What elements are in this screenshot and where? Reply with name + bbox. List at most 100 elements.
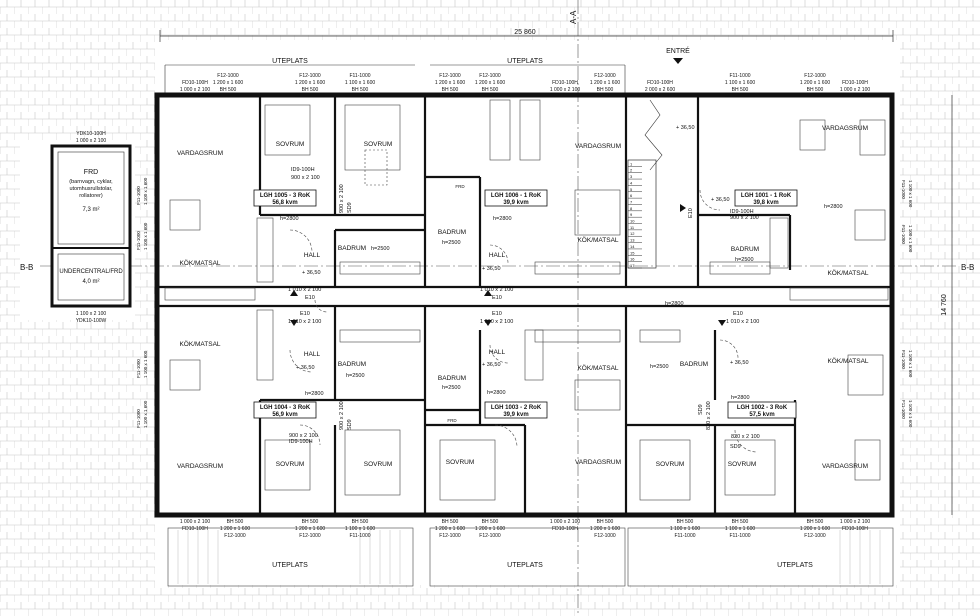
door-label: SD9 (347, 202, 353, 213)
win-label: 1 200 x 1 600 (475, 80, 506, 86)
door-label: E10 (492, 295, 502, 301)
win-label: F12-1000 (479, 73, 501, 79)
win-label: BH 500 (352, 519, 369, 525)
height-label: h=2500 (371, 246, 390, 252)
height-label: h=2500 (650, 364, 669, 370)
height-label: h=2800 (665, 301, 684, 307)
frd-desc-1: (barnvagn, cyklar, (69, 179, 113, 185)
door-label: 900 x 2 100 (730, 215, 759, 221)
apt-1002-name: LGH 1002 - 3 RoK (737, 405, 788, 411)
undercentral-door-type: YDK10-100W (76, 318, 107, 324)
frd-door-type: YDK10-100H (76, 131, 106, 137)
win-label: BH 500 (352, 87, 369, 93)
room-hall: HALL (304, 252, 321, 259)
window-labels-bottom: 1 000 x 2 100 FD10-100H BH 500 1 200 x 1… (180, 519, 871, 539)
stair-number: 13 (630, 238, 635, 243)
stair-number: 15 (630, 250, 635, 255)
room-kitchen: KÖK/MATSAL (179, 259, 220, 267)
patio-bottom-decks (167, 527, 894, 587)
win-label: FD10-100H (182, 526, 208, 532)
apt-1006-name: LGH 1006 - 1 RoK (491, 193, 542, 199)
win-label: 1 200 x 1 600 (590, 80, 621, 86)
win-label: 1 200 x 1 600 (800, 526, 831, 532)
win-label: 1 200 x 1 600 (213, 80, 244, 86)
room-bath: BADRUM (731, 246, 759, 253)
win-label: BH 500 (807, 87, 824, 93)
apt-1003-name: LGH 1003 - 2 RoK (491, 405, 542, 411)
apt-1002-area: 57,5 kvm (749, 412, 774, 418)
stair-number: 7 (630, 199, 633, 204)
frd-title: FRD (84, 169, 98, 176)
room-living: VARDAGSRUM (177, 150, 223, 157)
window-labels-sides: F11-1000 1 100 x 1 600 F11-1000 1 100 x … (136, 177, 913, 428)
win-label: F12-1000 (594, 73, 616, 79)
win-label: BH 500 (482, 87, 499, 93)
win-label: F12-1000 (299, 533, 321, 539)
room-frd: FRD (455, 184, 465, 189)
stair-number: 9 (630, 212, 633, 217)
win-label: F12-1000 (439, 73, 461, 79)
entrance-arrow-icon (673, 58, 683, 64)
stair-number: 11 (630, 225, 635, 230)
frd-desc-3: rollatorer) (79, 193, 103, 199)
stair-number: 6 (630, 193, 633, 198)
door-swings (289, 189, 758, 453)
room-bath: BADRUM (438, 229, 466, 236)
room-bath: BADRUM (438, 375, 466, 382)
door-label: SD9 (730, 444, 741, 450)
win-label: 1 000 x 2 100 (550, 87, 581, 93)
room-bedroom: SOVRUM (364, 461, 393, 468)
win-label: FD10-100H (552, 526, 578, 532)
room-kitchen: KÖK/MATSAL (577, 364, 618, 372)
total-width-dimension: 25 860 (514, 29, 536, 36)
room-hall: HALL (489, 349, 506, 356)
win-label: 1 000 x 2 100 (180, 87, 211, 93)
win-label: BH 500 (442, 87, 459, 93)
door-label: E10 (492, 311, 502, 317)
win-label: F12-1000 (479, 533, 501, 539)
room-living: VARDAGSRUM (822, 125, 868, 132)
section-b-right: B-B (961, 263, 974, 272)
win-label: 1 200 x 1 600 (590, 526, 621, 532)
win-label: F11-1000 (901, 180, 906, 199)
door-label: 1 010 x 2 100 (288, 319, 321, 325)
win-label: 1 000 x 2 100 (180, 519, 211, 525)
door-label: 900 x 2 100 (339, 184, 345, 213)
win-label: F12-1000 (804, 73, 826, 79)
win-label: 1 200 x 1 600 (800, 80, 831, 86)
section-b-left: B-B (20, 263, 33, 272)
patio-top-left: UTEPLATS (272, 58, 308, 65)
window-labels-top: FD10-100H 1 000 x 2 100 F12-1000 1 200 x… (180, 73, 871, 93)
height-label: h=2500 (442, 240, 461, 246)
level-label: + 36,50 (482, 266, 501, 272)
stair-number: 16 (630, 257, 635, 262)
win-label: BH 500 (302, 87, 319, 93)
win-label: 1 100 x 1 600 (670, 526, 701, 532)
door-label: 1 010 x 2 100 (288, 287, 321, 293)
undercentral-title: UNDERCENTRAL/FRD (59, 269, 123, 275)
apt-1003-area: 39,9 kvm (503, 412, 528, 418)
apt-1005-name: LGH 1005 - 3 RoK (260, 193, 311, 199)
stair-number: 14 (630, 244, 635, 249)
window-marks (154, 92, 895, 518)
door-label: 820 x 2 100 (731, 434, 760, 440)
door-label: ID9-100H (289, 439, 313, 445)
patio-top-middle: UTEPLATS (507, 58, 543, 65)
win-label: FD10-100H (552, 80, 578, 86)
win-label: BH 500 (227, 519, 244, 525)
apt-1005-area: 56,8 kvm (272, 200, 297, 206)
door-label: E10 (733, 311, 743, 317)
win-label: FD10-100H (842, 526, 868, 532)
room-bedroom: SOVRUM (364, 141, 393, 148)
height-label: h=2800 (487, 390, 506, 396)
win-label: 1 100 x 1 600 (908, 350, 913, 378)
frd-outbuilding (50, 144, 132, 308)
room-bedroom: SOVRUM (656, 461, 685, 468)
win-label: F12-1000 (224, 533, 246, 539)
stair-number: 3 (630, 174, 633, 179)
win-label: FD10-100H (647, 80, 673, 86)
win-label: F11-1000 (901, 400, 906, 419)
win-label: BH 500 (732, 519, 749, 525)
